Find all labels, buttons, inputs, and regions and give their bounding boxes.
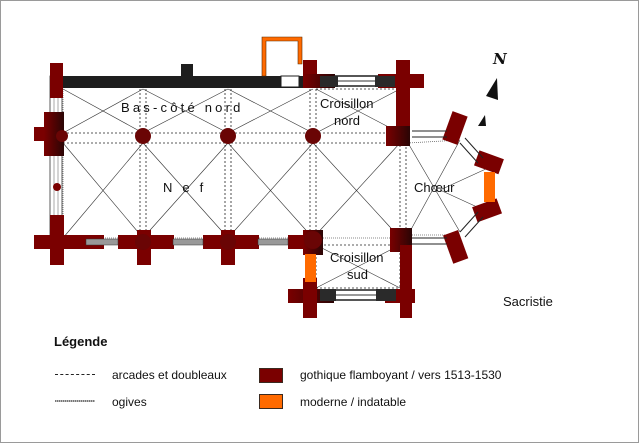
legend-label-arcades: arcades et doubleaux — [112, 368, 227, 382]
legend-symbol-fine-line — [55, 400, 95, 402]
choeur-walls — [412, 130, 484, 245]
room-label-croisillon-sud-line1: Croisillon — [330, 250, 384, 265]
north-wall-buttress — [181, 64, 193, 78]
north-wall — [55, 76, 305, 88]
legend-label-ogives: ogives — [112, 395, 147, 409]
nave-piers — [56, 128, 322, 250]
modern-wall-south — [305, 254, 316, 282]
room-label-bas-cote-nord: Bas-côté nord — [121, 100, 244, 115]
legend-swatch-gothic — [259, 368, 283, 383]
room-label-croisillon-nord-line2: nord — [334, 113, 361, 128]
legend-symbol-dashed-line — [55, 374, 95, 375]
room-label-nef: N e f — [163, 180, 207, 195]
room-label-croisillon-nord-line1: Croisillon — [320, 96, 374, 111]
north-label: N — [493, 50, 507, 68]
south-windows — [85, 238, 289, 246]
legend-swatch-modern — [259, 394, 283, 409]
vault-lines — [62, 88, 489, 289]
room-label-croisillon-sud-line2: sud — [347, 267, 368, 282]
room-label-sacristie: Sacristie — [503, 294, 553, 309]
legend-label-modern: moderne / indatable — [300, 395, 407, 409]
modern-annex-north — [261, 36, 303, 77]
north-arrow-icon — [478, 78, 498, 126]
room-label-choeur: Chœur — [414, 180, 455, 195]
legend-title: Légende — [54, 334, 108, 349]
north-wall-opening — [280, 75, 300, 88]
legend-label-gothic: gothique flamboyant / vers 1513-1530 — [300, 368, 502, 382]
transept-windows — [320, 75, 396, 301]
modern-wall-choeur — [484, 172, 495, 202]
